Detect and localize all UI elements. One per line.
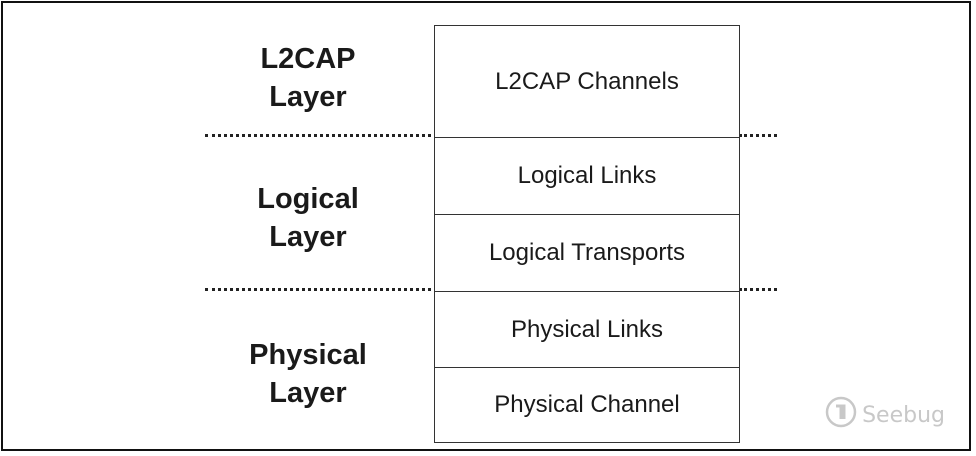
- layer-label-l2cap-line1: L2CAP: [260, 43, 356, 75]
- seebug-watermark-text: Seebug: [862, 402, 945, 428]
- stack-cell-physical-channel: Physical Channel: [494, 390, 680, 418]
- layer-divider-left-2: [205, 288, 431, 291]
- stack-cell-logical-transports: Logical Transports: [435, 215, 739, 292]
- layer-label-l2cap: L2CAP Layer: [188, 40, 428, 116]
- stack-cell-physical-links: Physical Links: [435, 292, 739, 368]
- layer-divider-right-2: [739, 288, 777, 291]
- layer-divider-left-1: [205, 134, 431, 137]
- protocol-stack: L2CAP Channels Logical Links Logical Tra…: [434, 25, 740, 443]
- layer-label-physical-line1: Physical: [249, 339, 367, 371]
- layer-label-logical-line2: Layer: [269, 221, 347, 253]
- layer-label-physical-line2: Layer: [269, 377, 347, 409]
- stack-cell-l2cap-channels: L2CAP Channels: [435, 26, 739, 138]
- stack-cell-logical-links: Logical Links: [435, 138, 739, 215]
- layer-label-logical-line1: Logical: [257, 183, 359, 215]
- layer-divider-right-1: [739, 134, 777, 137]
- layer-label-logical: Logical Layer: [188, 180, 428, 256]
- layer-label-l2cap-line2: Layer: [269, 81, 347, 113]
- seebug-logo-icon: [824, 395, 858, 435]
- layer-label-physical: Physical Layer: [188, 336, 428, 412]
- seebug-watermark: Seebug: [824, 395, 945, 435]
